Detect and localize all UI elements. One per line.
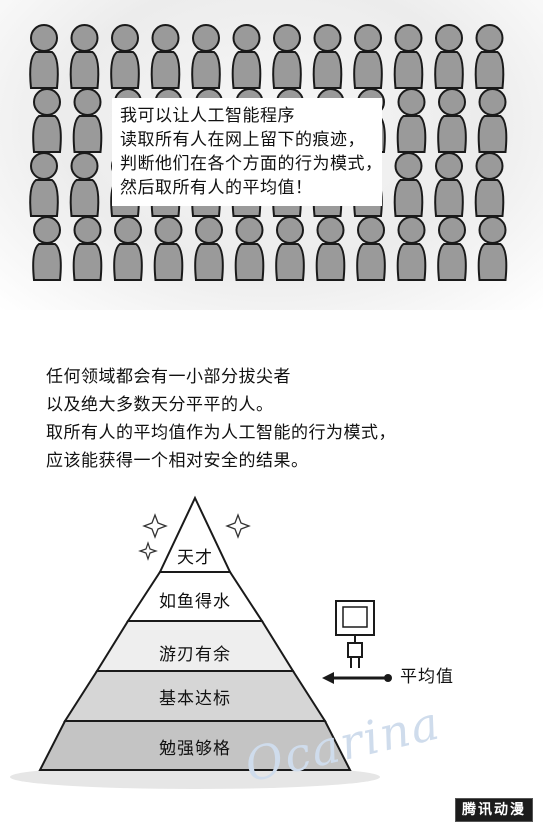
person-silhouette-icon (29, 24, 59, 89)
crowd-caption-line-2: 读取所有人在网上留下的痕迹， (120, 130, 365, 150)
crowd-caption: 我可以让人工智能程序 读取所有人在网上留下的痕迹， 判断他们在各个方面的行为模式… (112, 98, 382, 206)
person-silhouette-icon (315, 216, 346, 281)
pyramid-caption-line-4: 应该能获得一个相对安全的结果。 (46, 451, 309, 471)
person-silhouette-icon (393, 152, 424, 217)
sparkle-icon (225, 513, 251, 539)
person-silhouette-icon (29, 152, 59, 217)
person-silhouette-icon (356, 216, 386, 281)
tencent-comic-logo: 腾讯动漫 (455, 798, 533, 822)
person-silhouette-icon (353, 24, 383, 89)
person-silhouette-icon (275, 216, 305, 281)
person-silhouette-icon (113, 216, 143, 281)
person-silhouette-icon (191, 24, 221, 89)
crowd-caption-line-1: 我可以让人工智能程序 (120, 106, 295, 126)
pyramid-caption-line-1: 任何领域都会有一小部分拔尖者 (46, 367, 291, 387)
pyramid-tier-label-proficient: 游刃有余 (159, 645, 231, 665)
person-silhouette-icon (69, 24, 100, 89)
crowd-panel: 我可以让人工智能程序 读取所有人在网上留下的痕迹， 判断他们在各个方面的行为模式… (0, 0, 543, 310)
person-silhouette-icon (72, 216, 103, 281)
person-silhouette-icon (396, 88, 427, 153)
person-silhouette-icon (477, 216, 508, 281)
pyramid-caption: 任何领域都会有一小部分拔尖者 以及绝大多数天分平平的人。 取所有人的平均值作为人… (46, 363, 396, 475)
person-silhouette-icon (32, 216, 62, 281)
sparkle-icon (138, 541, 158, 561)
sparkle-icon (142, 513, 168, 539)
person-silhouette-icon (32, 88, 62, 153)
person-silhouette-icon (153, 216, 184, 281)
person-silhouette-icon (434, 152, 464, 217)
average-label: 平均值 (400, 667, 454, 687)
pyramid-diagram (10, 495, 392, 789)
person-silhouette-icon (434, 24, 464, 89)
pyramid-tier-label-adequate: 基本达标 (159, 689, 231, 709)
person-silhouette-icon (194, 216, 224, 281)
person-silhouette-icon (272, 24, 302, 89)
pyramid-caption-line-3: 取所有人的平均值作为人工智能的行为模式， (46, 423, 396, 443)
pyramid-caption-line-2: 以及绝大多数天分平平的人。 (46, 395, 274, 415)
pyramid-tier-4 (38, 720, 352, 771)
person-silhouette-icon (234, 216, 265, 281)
person-silhouette-icon (474, 152, 505, 217)
person-silhouette-icon (110, 24, 140, 89)
person-silhouette-icon (393, 24, 424, 89)
pyramid-tier-label-genius: 天才 (177, 548, 213, 568)
person-silhouette-icon (474, 24, 505, 89)
person-silhouette-icon (437, 216, 467, 281)
crowd-caption-line-4: 然后取所有人的平均值！ (120, 178, 313, 198)
person-silhouette-icon (437, 88, 467, 153)
pyramid-tier-label-barely: 勉强够格 (159, 739, 231, 759)
person-silhouette-icon (477, 88, 508, 153)
person-silhouette-icon (231, 24, 262, 89)
crowd-caption-line-3: 判断他们在各个方面的行为模式， (120, 154, 383, 174)
person-silhouette-icon (150, 24, 181, 89)
person-silhouette-icon (72, 88, 103, 153)
pyramid-panel: 任何领域都会有一小部分拔尖者 以及绝大多数天分平平的人。 取所有人的平均值作为人… (0, 310, 543, 828)
robot-figure-icon (335, 600, 375, 668)
person-silhouette-icon (396, 216, 427, 281)
pyramid-tier-label-thriving: 如鱼得水 (159, 592, 231, 612)
person-silhouette-icon (69, 152, 100, 217)
person-silhouette-icon (312, 24, 343, 89)
arrow-left-icon (322, 672, 392, 684)
